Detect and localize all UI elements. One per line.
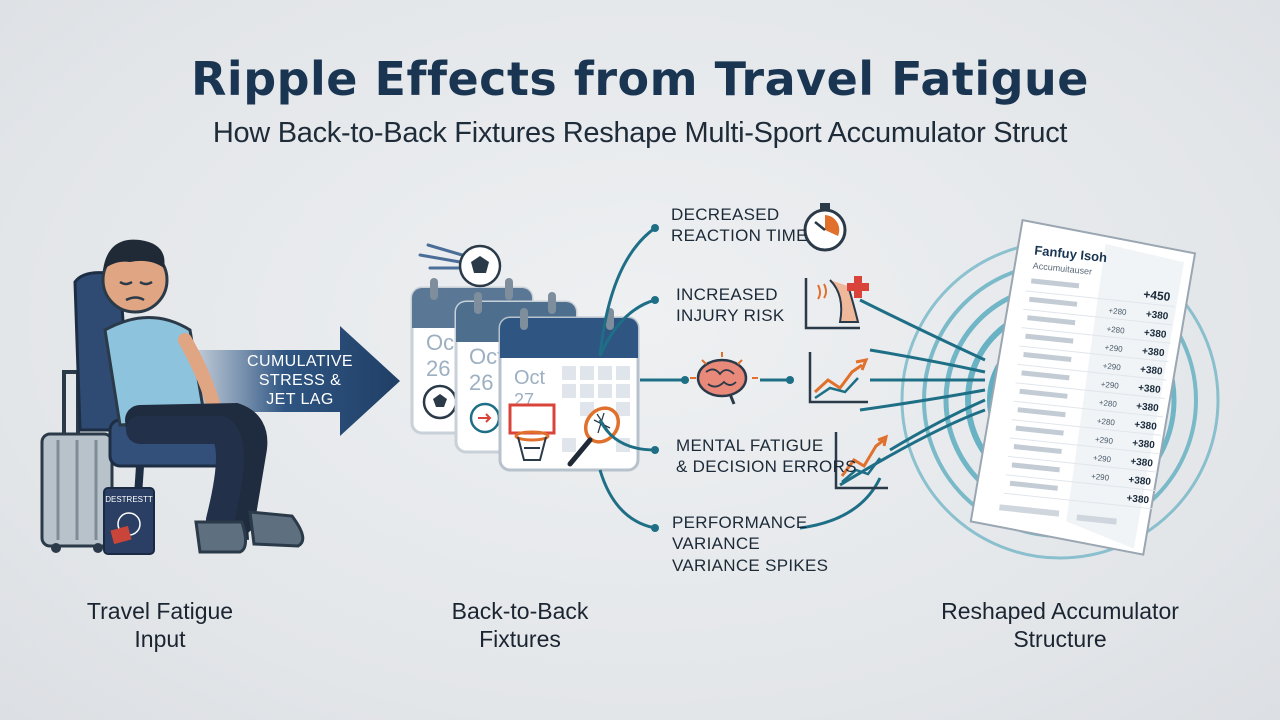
slip-odds: +380 bbox=[1141, 346, 1165, 359]
calendar-front: Oct 27 bbox=[498, 308, 640, 472]
effect-label-injury-risk: INCREASED INJURY RISK bbox=[676, 284, 784, 327]
slip-odds: +380 bbox=[1130, 456, 1154, 469]
basketball-hoop-icon bbox=[508, 403, 556, 461]
slip-odds: +380 bbox=[1126, 493, 1150, 506]
arrow-line-2: STRESS & bbox=[258, 372, 342, 390]
slip-row-divider bbox=[1005, 474, 1156, 491]
injured-knee-icon bbox=[804, 276, 869, 330]
suitcase-icon bbox=[40, 370, 114, 553]
stage-label-text: Travel Fatigue Input bbox=[86, 598, 234, 652]
slip-row-placeholder bbox=[1011, 462, 1060, 473]
slip-row-divider bbox=[1003, 492, 1154, 510]
passport-text: DESTRESTT bbox=[105, 495, 153, 504]
slip-inner-odds: +290 bbox=[1091, 472, 1110, 483]
slip-inner-odds: +290 bbox=[1104, 343, 1123, 354]
rising-trend-chart-icon bbox=[808, 352, 869, 404]
calendar-back-2-month: Oct bbox=[469, 344, 503, 369]
slip-inner-odds: +280 bbox=[1106, 325, 1125, 336]
stage-label-input: Travel Fatigue Input bbox=[60, 598, 260, 653]
effect-label-text: INCREASED INJURY RISK bbox=[676, 285, 785, 326]
slip-row-divider bbox=[1025, 290, 1175, 307]
calendar-stack: Oct 26 Oct 26 bbox=[410, 243, 640, 472]
slip-row-placeholder bbox=[1015, 425, 1064, 436]
slip-odds: +380 bbox=[1143, 327, 1167, 340]
slip-inner-odds: +290 bbox=[1102, 361, 1121, 372]
slip-row-placeholder bbox=[1025, 333, 1074, 344]
slip-row-placeholder bbox=[1027, 315, 1076, 326]
slip-row-divider bbox=[1017, 363, 1167, 381]
effect-label-text: MENTAL FATIGUE & DECISION ERRORS bbox=[676, 436, 857, 477]
stage-label-text: Reshaped Accumulator Structure bbox=[941, 598, 1179, 652]
slip-row-placeholder bbox=[1019, 388, 1068, 399]
slip-row-placeholder bbox=[1023, 352, 1072, 362]
slip-row-placeholder bbox=[1009, 480, 1058, 491]
calendar-back-2-day: 26 bbox=[469, 370, 493, 395]
calendar-back-1-day: 26 bbox=[426, 356, 450, 381]
soccer-ball-icon bbox=[422, 384, 458, 420]
stage-label-fixtures: Back-to-Back Fixtures bbox=[420, 598, 620, 653]
slip-odds: +380 bbox=[1132, 438, 1156, 451]
arrow-line-3: JET LAG bbox=[266, 391, 334, 409]
slip-row-divider bbox=[1013, 400, 1163, 418]
slip-odds: +380 bbox=[1134, 419, 1158, 432]
slip-row-divider bbox=[1019, 345, 1169, 363]
effect-label-text: DECREASED REACTION TIME bbox=[671, 205, 808, 246]
tired-traveler-illustration: DESTRESTT bbox=[40, 239, 305, 555]
ripple-connector-lines bbox=[598, 226, 986, 530]
slip-row-divider bbox=[1021, 327, 1171, 344]
slip-row-placeholder bbox=[1013, 443, 1062, 454]
slip-inner-odds: +280 bbox=[1108, 306, 1127, 317]
slip-odds: +380 bbox=[1136, 401, 1160, 414]
slip-rows: +450 +380 +280 +380 +280 +380 +290 +380 +290 +380… bbox=[1003, 278, 1175, 510]
page-subtitle: How Back-to-Back Fixtures Reshape Multi-… bbox=[212, 117, 1068, 149]
slip-odds: +380 bbox=[1145, 309, 1169, 322]
slip-row-placeholder bbox=[1021, 370, 1070, 381]
page-title: Ripple Effects from Travel Fatigue bbox=[191, 52, 1089, 106]
slip-row-placeholder bbox=[1030, 278, 1080, 289]
slip-odds: +450 bbox=[1143, 287, 1172, 304]
slip-row-placeholder bbox=[1017, 407, 1066, 418]
slip-odds: +380 bbox=[1128, 475, 1152, 488]
effect-label-mental-fatigue: MENTAL FATIGUE & DECISION ERRORS bbox=[676, 435, 857, 478]
slip-odds: +380 bbox=[1139, 364, 1163, 377]
slip-row-divider bbox=[1023, 308, 1173, 326]
accumulator-bet-slip: Fanfuy Isoh Accumuitauser +450+380+280+3… bbox=[969, 218, 1197, 556]
passport-icon: DESTRESTT bbox=[103, 487, 155, 555]
stopwatch-small-icon bbox=[469, 402, 501, 434]
stage-label-text: Back-to-Back Fixtures bbox=[451, 598, 589, 652]
flying-soccer-ball-icon bbox=[418, 243, 502, 288]
trend-chart-icon bbox=[834, 432, 889, 490]
slip-inner-odds: +290 bbox=[1093, 453, 1112, 464]
brain-icon bbox=[690, 352, 758, 405]
slip-inner-odds: +280 bbox=[1098, 398, 1117, 409]
arrow-line-1: CUMULATIVE bbox=[247, 353, 353, 370]
slip-odds: +380 bbox=[1138, 383, 1162, 396]
slip-inner-odds: +280 bbox=[1096, 417, 1115, 428]
slip-row-divider bbox=[1007, 455, 1158, 473]
slip-row-divider bbox=[1015, 382, 1165, 399]
slip-row-divider bbox=[1011, 419, 1161, 436]
calendar-front-month: Oct bbox=[514, 367, 546, 389]
effect-label-performance-variance: PERFORMANCE VARIANCE VARIANCE SPIKES bbox=[672, 512, 828, 576]
slip-inner-odds: +290 bbox=[1095, 435, 1114, 446]
effect-label-text: PERFORMANCE VARIANCE VARIANCE SPIKES bbox=[672, 513, 829, 575]
arrow-text: CUMULATIVE STRESS & JET LAG bbox=[240, 352, 360, 410]
slip-row-divider bbox=[1009, 437, 1159, 455]
slip-inner-odds: +290 bbox=[1100, 380, 1119, 391]
slip-row-placeholder bbox=[1029, 296, 1078, 307]
stage-label-output: Reshaped Accumulator Structure bbox=[920, 598, 1200, 653]
effect-label-reaction-time: DECREASED REACTION TIME bbox=[671, 204, 808, 247]
stopwatch-icon bbox=[803, 203, 847, 252]
